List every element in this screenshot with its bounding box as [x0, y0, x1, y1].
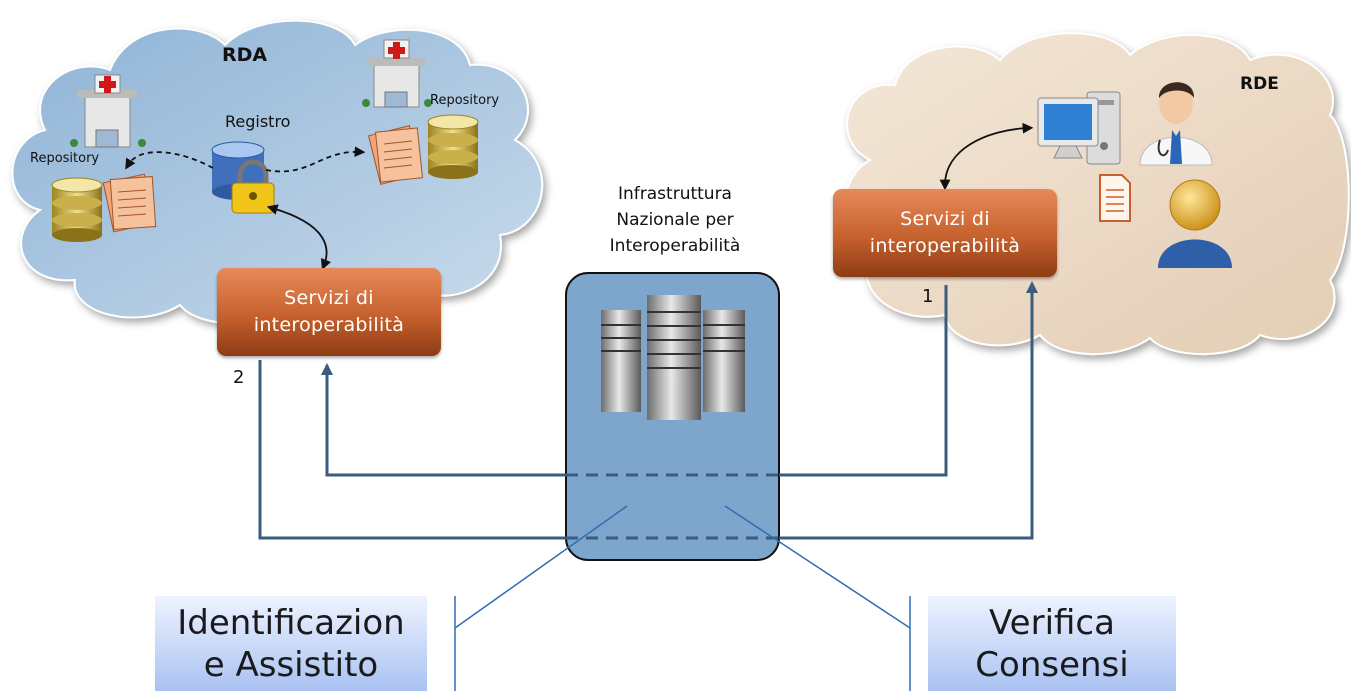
hospital-icon: [70, 74, 146, 148]
callout-identification: Identificazion e Assistito: [155, 596, 427, 691]
infrastructure-title-line3: Interoperabilità: [609, 236, 741, 256]
callout-consents: Verifica Consensi: [928, 596, 1176, 691]
registry-label: Registro: [225, 112, 291, 131]
callout-consents-line1: Verifica: [989, 603, 1115, 643]
rda-services-line2: interoperabilità: [253, 314, 405, 336]
callout-identification-line1: Identificazion: [177, 603, 405, 643]
infrastructure-title: Infrastruttura Nazionale per Interoperab…: [575, 181, 775, 259]
document-icon: [1099, 174, 1131, 222]
repository-right-label: Repository: [430, 93, 500, 108]
flow-lines: [258, 285, 1034, 540]
rde-services-box: Servizi di interoperabilità: [833, 189, 1057, 277]
rde-services-line2: interoperabilità: [869, 235, 1021, 257]
flow-line-upper-left: [325, 365, 566, 477]
rda-services-box: Servizi di interoperabilità: [217, 268, 441, 356]
dashed-arrow-left: [125, 151, 214, 170]
documents-icon: [102, 173, 157, 233]
user-icon: [1158, 179, 1232, 268]
infrastructure-title-line1: Infrastruttura: [618, 184, 732, 204]
flow-line-lower-left: [258, 360, 566, 540]
database-icon: [427, 114, 479, 179]
lock-icon: [231, 159, 275, 214]
hospital-icon: [362, 39, 432, 108]
rde-title: RDE: [1240, 74, 1279, 94]
server-rack-icon: [601, 295, 745, 420]
infrastructure-title-line2: Nazionale per: [616, 210, 734, 230]
rda-services-line1: Servizi di: [284, 287, 374, 309]
double-arrow-rda: [266, 204, 332, 271]
doctor-icon: [1139, 82, 1213, 166]
double-arrow-rde: [939, 122, 1034, 191]
arrow-up-left: [321, 363, 333, 375]
computer-icon: [1037, 91, 1121, 165]
callout-consents-line2: Consensi: [975, 645, 1129, 685]
rda-title: RDA: [222, 44, 268, 66]
database-icon: [51, 177, 103, 242]
flow-line-lower-right: [779, 285, 1034, 540]
dashed-arrow-right: [265, 146, 366, 173]
step-2-label: 2: [233, 367, 245, 388]
step-1-label: 1: [922, 286, 934, 307]
rde-services-line1: Servizi di: [900, 208, 990, 230]
documents-icon: [367, 125, 424, 185]
repository-left-label: Repository: [30, 151, 100, 166]
callout-identification-line2: e Assistito: [203, 645, 379, 685]
callout-lines: [454, 505, 911, 691]
flow-line-upper-right: [779, 285, 948, 477]
arrow-up-right: [1026, 281, 1038, 293]
